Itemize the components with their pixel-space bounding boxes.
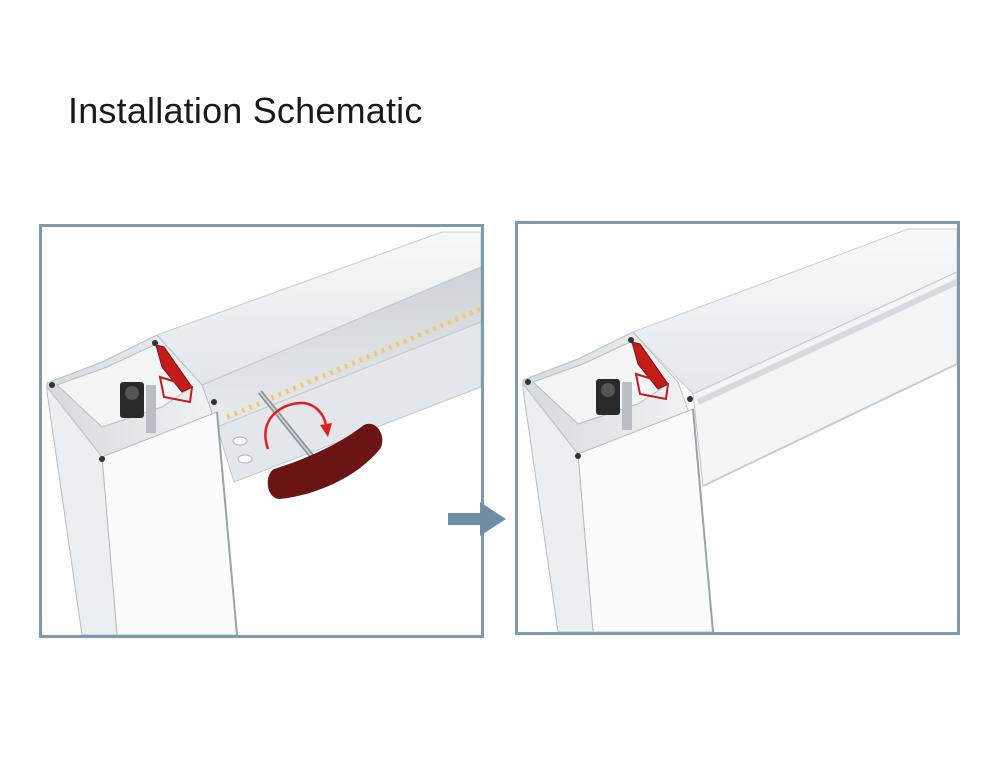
screwdriver-icon [258,390,383,499]
screw [687,396,693,402]
screw [525,379,531,385]
profile-illustration-after [522,228,957,632]
page-title: Installation Schematic [68,90,423,131]
panel-after [515,221,960,635]
profile-cover [692,271,957,487]
profile-illustration-before [46,231,481,635]
screwdriver-handle [267,423,383,499]
screw [575,453,581,459]
screw [99,456,105,462]
led-strip [226,306,481,420]
rotation-arrow [264,401,328,450]
next-step-arrow-icon [448,502,506,536]
screw [49,382,55,388]
profile-top-face [632,228,957,395]
mount-hole [237,454,253,464]
profile-back-wall [216,321,481,483]
mount-hole [232,436,248,446]
clip-highlight [155,344,193,393]
panel-before [39,224,484,638]
screw [628,337,634,343]
screw [211,399,217,405]
clip-highlight [631,341,669,390]
screw [152,340,158,346]
